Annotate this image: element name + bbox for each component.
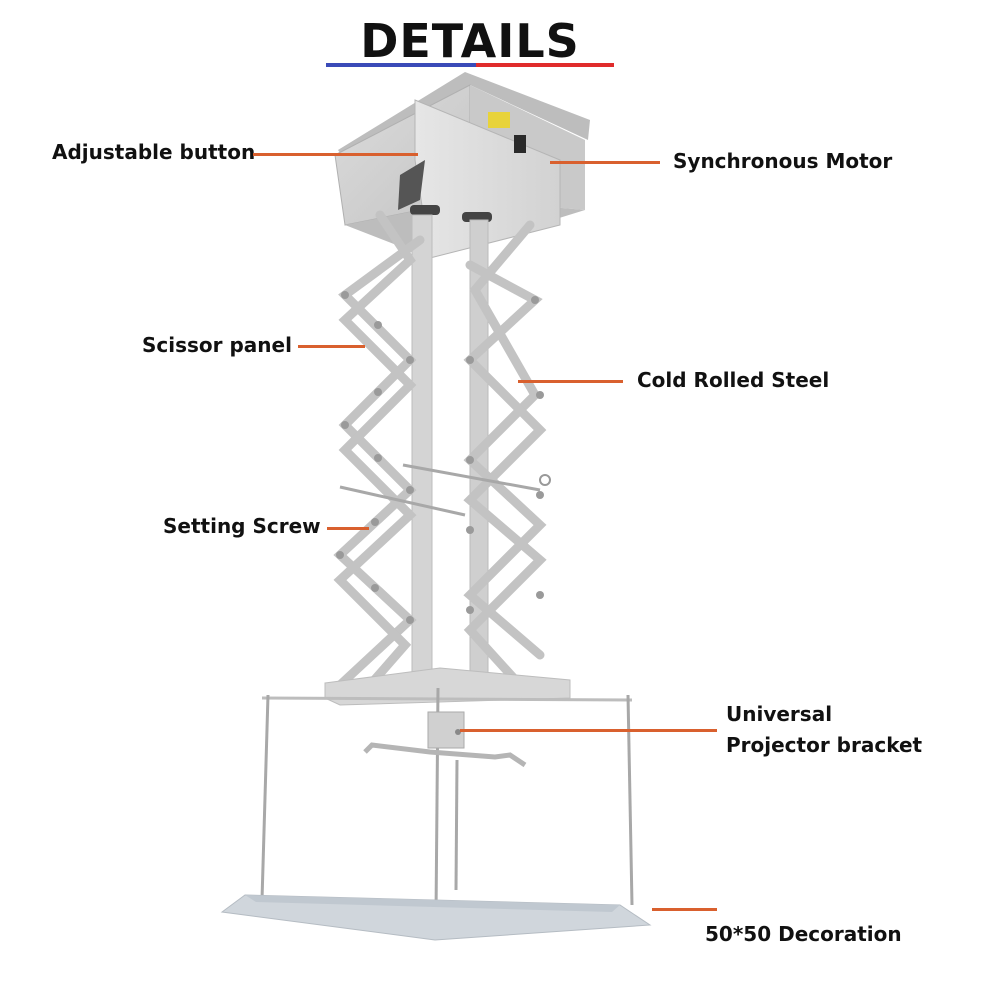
callout-adjustable-button: Adjustable button bbox=[52, 140, 256, 164]
title-underline-red bbox=[476, 63, 614, 67]
callout-cold-rolled-steel: Cold Rolled Steel bbox=[637, 368, 830, 392]
leader-line-scissor-panel bbox=[298, 345, 365, 348]
leader-line-setting-screw bbox=[327, 527, 369, 530]
leader-line-cold-rolled-steel bbox=[518, 380, 623, 383]
callout-decoration: 50*50 Decoration bbox=[705, 922, 902, 946]
right-scissor-arms bbox=[463, 220, 547, 690]
motor-housing bbox=[334, 72, 590, 259]
leader-line-decoration bbox=[652, 908, 717, 911]
callout-scissor-panel: Scissor panel bbox=[142, 333, 292, 357]
right-scissor-bolts bbox=[466, 296, 544, 614]
callout-synchronous-motor: Synchronous Motor bbox=[673, 149, 893, 173]
callout-universal-projector-bracket-line1: Universal bbox=[726, 702, 833, 726]
callout-universal-projector-bracket-line2: Projector bracket bbox=[726, 733, 923, 757]
leader-line-adjustable-button bbox=[253, 153, 418, 156]
leader-line-synchronous-motor bbox=[550, 161, 660, 164]
leader-line-universal-projector-bracket bbox=[460, 729, 717, 732]
left-scissor-bolts bbox=[336, 291, 414, 624]
left-scissor-arms bbox=[333, 210, 425, 690]
page-title: DETAILS bbox=[360, 14, 580, 68]
callout-setting-screw: Setting Screw bbox=[163, 514, 321, 538]
title-underline-blue bbox=[326, 63, 476, 67]
